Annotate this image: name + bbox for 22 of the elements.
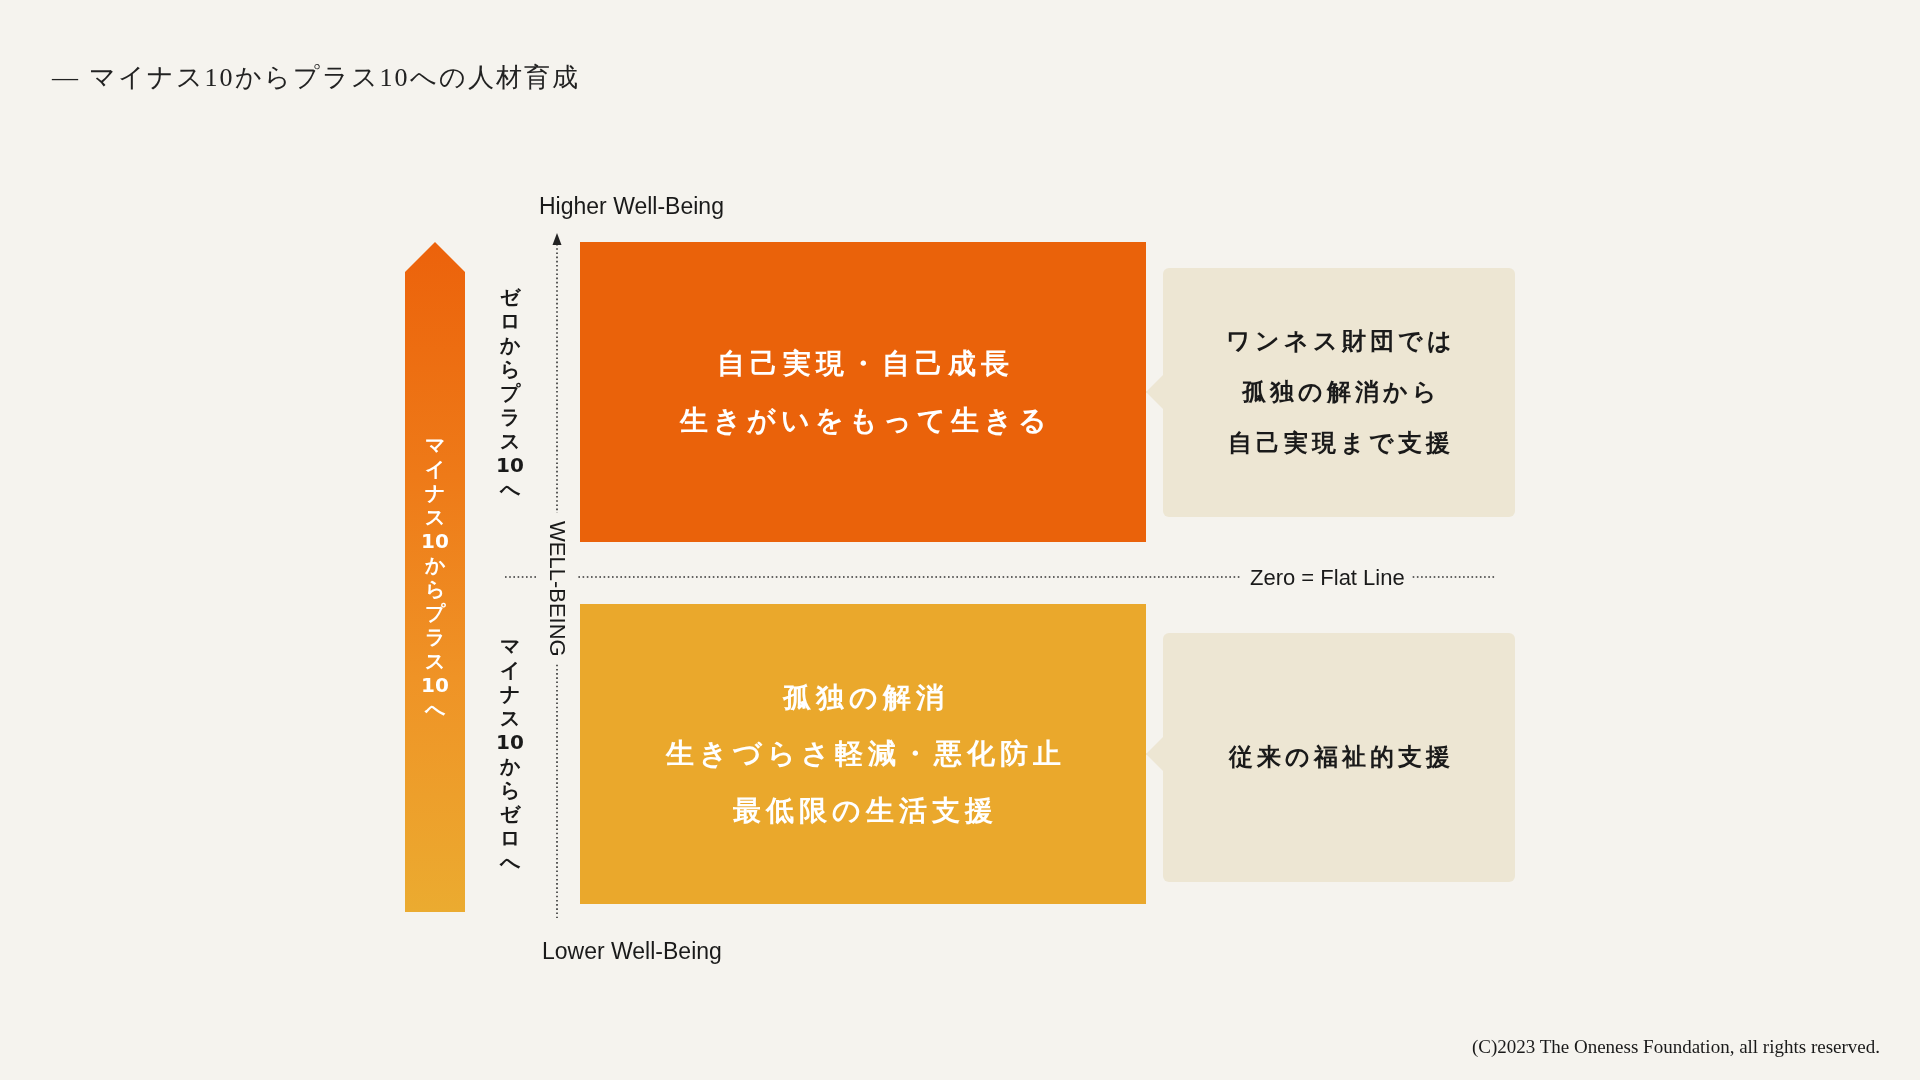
- callout-text: 自己実現まで支援: [1227, 428, 1454, 458]
- side-label: マイナス10からゼロへ: [495, 634, 525, 874]
- callout-box: [1163, 268, 1515, 517]
- callout-text: 従来の福祉的支援: [1227, 743, 1454, 772]
- axis-end-label: Lower Well-Being: [542, 938, 722, 966]
- arrow-label: マイナス10からプラス10へ: [420, 433, 450, 721]
- panel-text: 生きがいをもって生きる: [678, 403, 1052, 438]
- callout-text: ワンネス財団では: [1225, 327, 1456, 357]
- panel-text: 生きづらさ軽減・悪化防止: [664, 737, 1066, 771]
- copyright-notice: (C)2023 The Oneness Foundation, all rights reserved.: [1471, 1036, 1880, 1059]
- panel-text: 孤独の解消: [781, 680, 949, 715]
- panel-text: 最低限の生活支援: [732, 793, 998, 828]
- line-label: Zero = Flat Line: [1250, 565, 1405, 592]
- callout-text: 孤独の解消から: [1240, 378, 1441, 407]
- axis-title: WELL-BEING: [544, 521, 571, 657]
- panel-text: 自己実現・自己成長: [716, 346, 1014, 381]
- callout-box: [1163, 633, 1515, 882]
- axis-end-label: Higher Well-Being: [539, 193, 724, 221]
- upper-panel: [580, 242, 1146, 542]
- side-label: ゼロからプラス10へ: [495, 285, 525, 501]
- page-title: — マイナス10からプラス10への人材育成: [52, 62, 580, 94]
- lower-panel: [580, 604, 1146, 904]
